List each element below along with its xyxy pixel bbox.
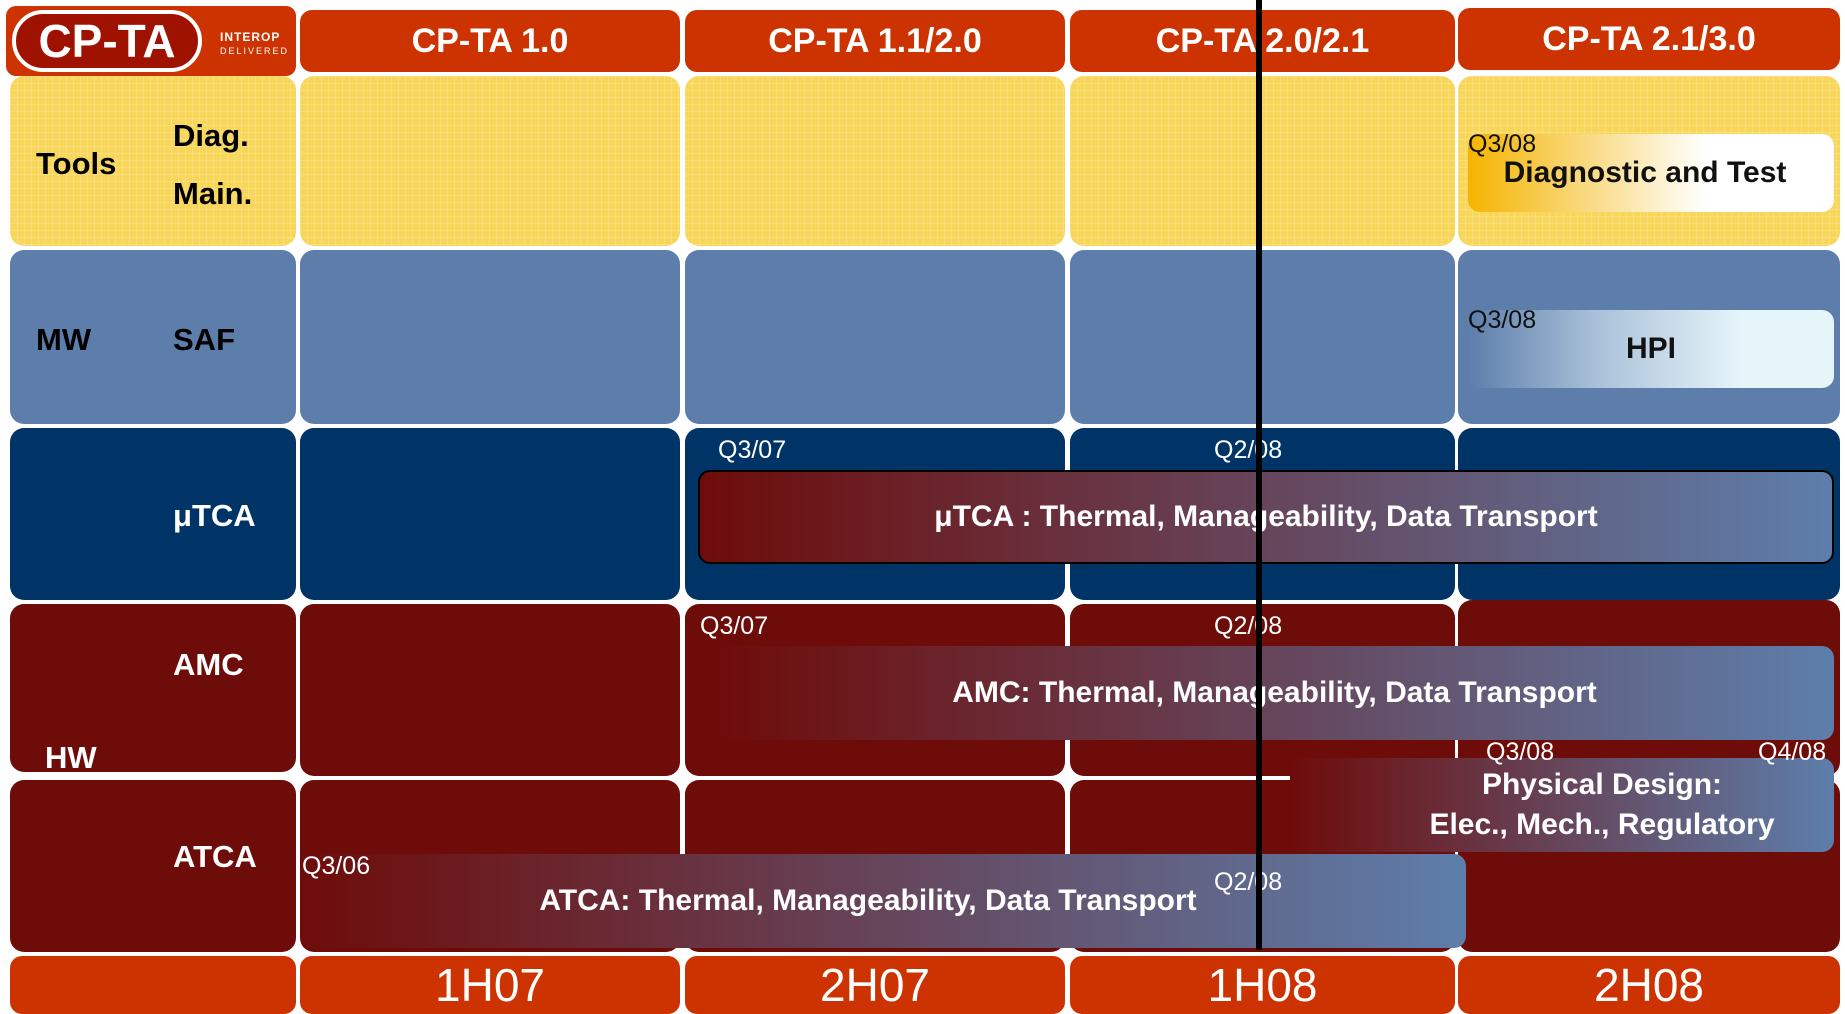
utca-label-cell: [10, 428, 296, 600]
milestone-atca-mark: Q2/08: [1214, 868, 1283, 896]
footer-2h07: 2H07: [685, 956, 1065, 1014]
bar-atca-label: ATCA: Thermal, Manageability, Data Trans…: [539, 884, 1197, 917]
mw-label-cell: [10, 250, 296, 424]
bar-hpi-label: HPI: [1625, 332, 1676, 365]
milestone-physical-start: Q3/08: [1486, 738, 1555, 766]
milestone-amc-start: Q3/07: [700, 612, 769, 640]
footer-blank: [10, 956, 296, 1014]
tools-cell-3: [1070, 76, 1455, 246]
header-cp-ta-1-1-2-0: CP-TA 1.1/2.0: [685, 10, 1065, 72]
milestone-physical-end: Q4/08: [1758, 738, 1827, 766]
bar-amc: AMC: Thermal, Manageability, Data Transp…: [715, 646, 1834, 740]
mw-cell-1: [300, 250, 680, 424]
footer-2h08: 2H08: [1458, 956, 1840, 1014]
header-cp-ta-2-0-2-1: CP-TA 2.0/2.1: [1070, 10, 1455, 72]
bar-physical-design: Physical Design: Elec., Mech., Regulator…: [1290, 758, 1834, 852]
footer-1h07: 1H07: [300, 956, 680, 1014]
logo: CP-TA INTEROP DELIVERED: [6, 6, 296, 76]
footer-1h08: 1H08: [1070, 956, 1455, 1014]
milestone-amc-mark: Q2/08: [1214, 612, 1283, 640]
bar-diagnostic-and-test-label: Diagnostic and Test: [1503, 156, 1787, 189]
hw-divider: [120, 776, 300, 780]
tools-cell-1: [300, 76, 680, 246]
bar-physical-design-line-2: Elec., Mech., Regulatory: [1429, 808, 1775, 841]
mw-cell-2: [685, 250, 1065, 424]
bar-atca: ATCA: Thermal, Manageability, Data Trans…: [300, 854, 1466, 948]
milestone-hpi-start: Q3/08: [1468, 306, 1537, 334]
milestone-utca-mark: Q2/08: [1214, 436, 1283, 464]
row-label-mw: MW: [36, 322, 92, 357]
row-sublabel-utca: μTCA: [173, 498, 256, 533]
tools-cell-2: [685, 76, 1065, 246]
header-cp-ta-1-0: CP-TA 1.0: [300, 10, 680, 72]
milestone-diag-start: Q3/08: [1468, 130, 1537, 158]
bar-hpi: HPI: [1468, 310, 1834, 388]
bar-utca: μTCA : Thermal, Manageability, Data Tran…: [698, 470, 1834, 564]
utca-cell-1: [300, 428, 680, 600]
row-sublabel-atca: ATCA: [173, 839, 257, 874]
bar-diagnostic-and-test: Diagnostic and Test: [1468, 134, 1834, 212]
amc-label-cell: [10, 604, 296, 772]
row-label-hw: HW: [45, 740, 97, 775]
atca-label-cell: [10, 780, 296, 952]
bar-physical-design-line-1: Physical Design:: [1481, 768, 1723, 801]
logo-tagline-1: INTEROP: [220, 30, 281, 44]
tools-label-cell: [10, 76, 296, 246]
row-sublabel-saf: SAF: [173, 322, 235, 357]
bar-utca-label: μTCA : Thermal, Manageability, Data Tran…: [934, 500, 1598, 533]
amc-cell-1: [300, 604, 680, 776]
today-marker-line: [1256, 0, 1262, 950]
row-sublabel-diag: Diag.: [173, 118, 249, 153]
header-cp-ta-2-1-3-0: CP-TA 2.1/3.0: [1458, 8, 1840, 70]
logo-mark: CP-TA: [12, 10, 202, 72]
mw-cell-3: [1070, 250, 1455, 424]
milestone-atca-start: Q3/06: [302, 852, 371, 880]
milestone-utca-start: Q3/07: [718, 436, 787, 464]
logo-tagline-2: DELIVERED: [220, 46, 290, 56]
row-sublabel-amc: AMC: [173, 647, 244, 682]
bar-amc-label: AMC: Thermal, Manageability, Data Transp…: [952, 676, 1597, 709]
row-label-tools: Tools: [36, 146, 117, 181]
row-sublabel-main: Main.: [173, 176, 253, 211]
